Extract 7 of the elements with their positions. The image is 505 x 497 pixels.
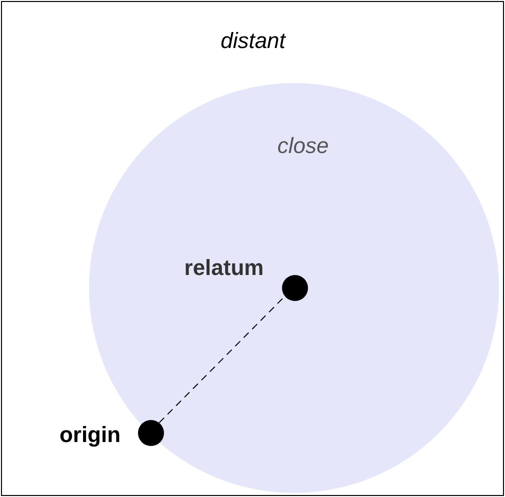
region-label: distant <box>220 28 286 54</box>
connector-line <box>158 296 286 424</box>
point-label: origin <box>59 422 121 448</box>
point-dot <box>138 420 164 446</box>
point-label: relatum <box>184 255 264 281</box>
point-dot <box>282 275 308 301</box>
region-label: close <box>277 133 329 159</box>
